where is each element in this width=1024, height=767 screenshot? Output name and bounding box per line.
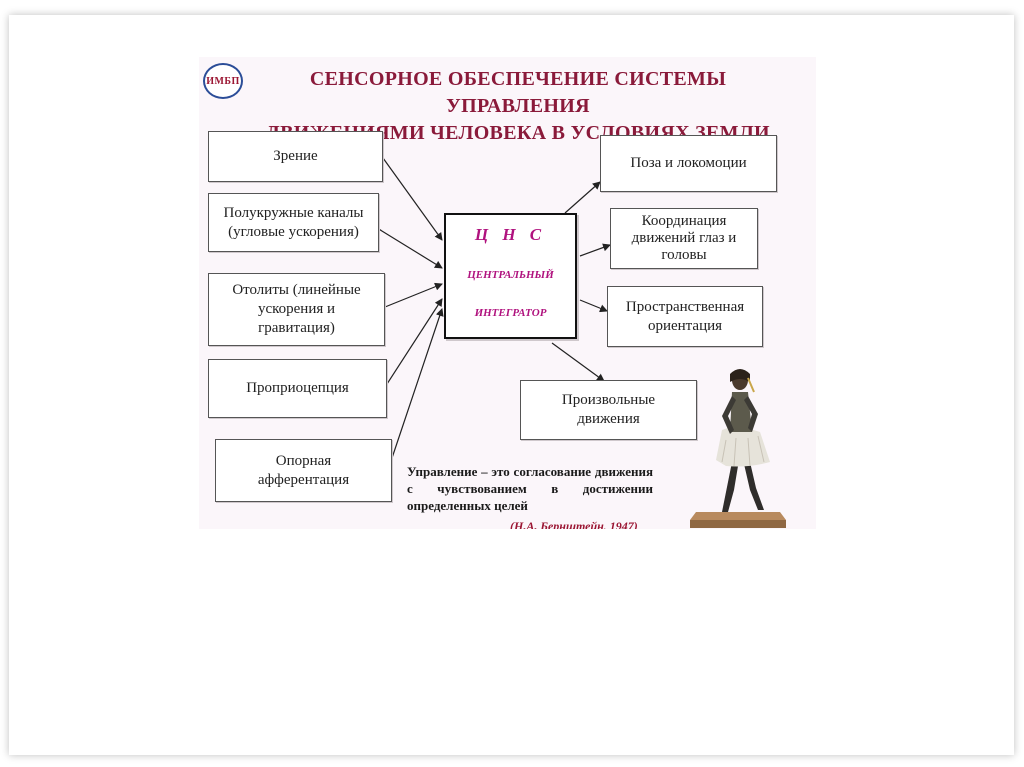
output-spatial-orientation: Пространственная ориентация [607,286,763,347]
title-line-1: СЕНСОРНОЕ ОБЕСПЕЧЕНИЕ СИСТЕМЫ УПРАВЛЕНИЯ [309,68,727,117]
input-vision: Зрение [208,131,383,182]
input-vision-label: Зрение [273,148,318,164]
arrow-cns-to-posture [564,181,601,214]
input-semicircular-canals-label: Полукружные каналы (угловые ускорения) [223,204,364,240]
input-support-afferentation-label: Опорная афферентация [257,452,350,488]
output-spatial-orientation-label: Пространственная ориентация [625,298,745,334]
arrow-canals-to-cns [368,222,443,269]
quote-author: (Н.А. Бернштейн, 1947) [510,519,638,529]
arrow-support-to-cns [391,308,444,459]
arrow-proprio-to-cns [386,298,443,385]
input-support-afferentation: Опорная афферентация [215,439,392,502]
cns-title: Ц Н С [474,225,547,244]
input-proprioception-label: Проприоцепция [246,380,349,396]
output-eye-head-coordination-label: Координация движений глаз и головы [631,213,737,263]
institute-logo: ИМБП [203,63,243,99]
bernstein-quote: Управление – это согласование движения с… [407,464,653,513]
input-otoliths-label: Отолиты (линейные ускорения и гравитация… [232,282,361,336]
cns-subtitle-2: ИНТЕГРАТОР [474,307,547,319]
arrow-cns-to-orientation [579,299,608,313]
arrow-cns-to-coordination [579,243,611,257]
arrow-vision-to-cns [382,157,443,241]
output-voluntary-movements: Произвольные движения [520,380,697,440]
output-voluntary-movements-label: Произвольные движения [561,392,656,427]
input-semicircular-canals: Полукружные каналы (угловые ускорения) [208,193,379,252]
input-proprioception: Проприоцепция [208,359,387,418]
cns-subtitle-1: ЦЕНТРАЛЬНЫЙ [467,269,554,281]
dancer-statue-image [690,369,786,528]
output-posture-locomotion: Поза и локомоции [600,135,777,192]
output-eye-head-coordination: Координация движений глаз и головы [610,208,758,269]
arrow-cns-to-voluntary [551,342,605,382]
arrow-otoliths-to-cns [384,282,443,308]
input-otoliths: Отолиты (линейные ускорения и гравитация… [208,273,385,346]
cns-central-integrator: Ц Н С ЦЕНТРАЛЬНЫЙ ИНТЕГРАТОР [444,213,577,339]
output-posture-locomotion-label: Поза и локомоции [630,155,747,171]
